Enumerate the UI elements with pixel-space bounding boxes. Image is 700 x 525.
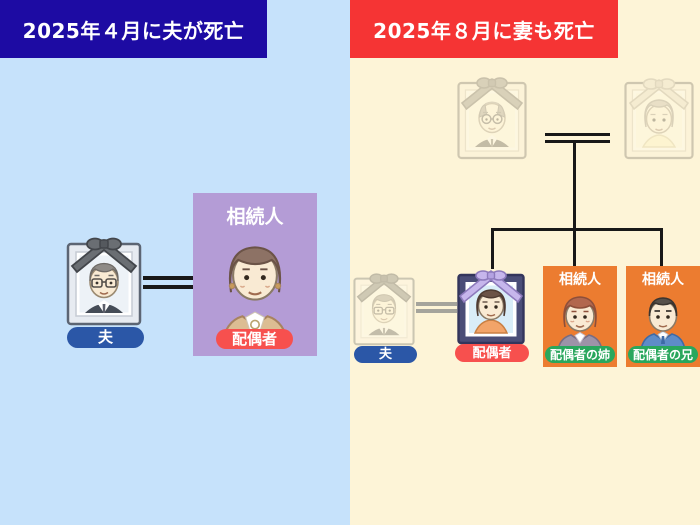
drop-line-sister xyxy=(573,228,576,268)
brother-illustration-icon xyxy=(631,286,695,350)
spouse-badge: 配偶者 xyxy=(216,329,293,349)
panel-april-death: 2025年４月に夫が死亡 xyxy=(0,0,350,525)
marriage-line xyxy=(143,285,194,289)
heir-label: 相続人 xyxy=(559,272,601,288)
drop-line-spouse xyxy=(491,228,494,269)
heir-card-spouse-brother: 相続人 配偶者の兄 xyxy=(626,266,700,367)
sister-illustration-icon xyxy=(548,286,612,350)
heir-label: 相続人 xyxy=(642,272,684,288)
grandfather-memorial-portrait-icon xyxy=(456,75,528,160)
marriage-line xyxy=(143,276,194,280)
husband-badge: 夫 xyxy=(354,346,417,363)
sibling-branch-line xyxy=(491,228,663,231)
husband-memorial-portrait-faded-icon xyxy=(352,271,416,347)
right-header: 2025年８月に妻も死亡 xyxy=(350,0,618,58)
descent-line xyxy=(573,140,576,231)
heir-label: 相続人 xyxy=(226,206,284,228)
husband-memorial-portrait-icon xyxy=(65,235,143,327)
heir-card-spouse-sister: 相続人 配偶者の姉 xyxy=(543,266,617,367)
drop-line-brother xyxy=(660,228,663,268)
marriage-line xyxy=(545,133,610,136)
marriage-line-faded xyxy=(416,302,457,306)
heir-badge: 配偶者の姉 xyxy=(545,346,615,363)
spouse-badge: 配偶者 xyxy=(455,344,529,362)
husband-badge: 夫 xyxy=(67,327,144,348)
grandmother-memorial-portrait-icon xyxy=(623,75,695,160)
wife-memorial-portrait-icon xyxy=(456,268,526,345)
spouse-heir-card: 相続人 配偶者 xyxy=(193,193,317,356)
panel-august-death: 2025年８月に妻も死亡 xyxy=(350,0,700,525)
left-header: 2025年４月に夫が死亡 xyxy=(0,0,267,58)
marriage-line xyxy=(545,140,610,143)
heir-badge: 配偶者の兄 xyxy=(628,346,698,363)
marriage-line-faded xyxy=(416,309,457,313)
